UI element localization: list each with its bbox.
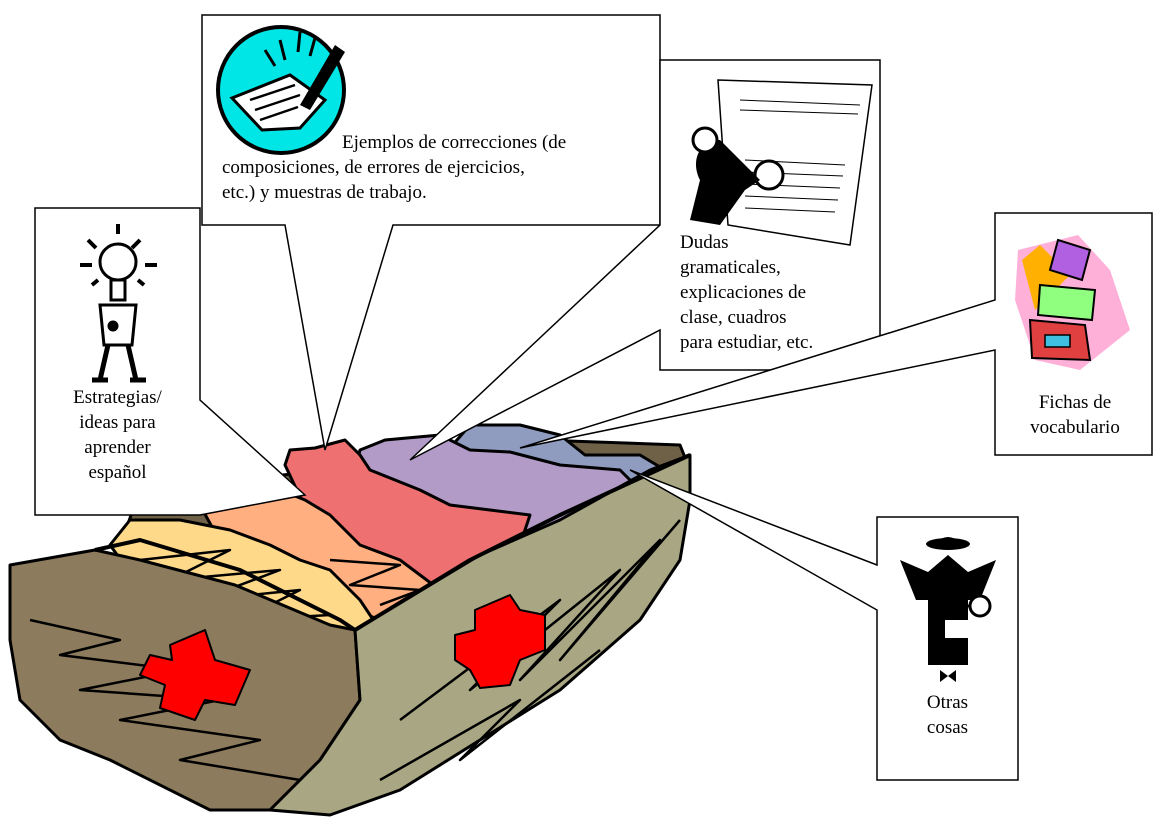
callout-strategies-text: Estrategias/ ideas para aprender español [73,387,162,483]
callout-corrections-text: Ejemplos de correcciones (de composicion… [222,132,567,203]
callout-other-box [629,469,1019,781]
callout-other-text: Otras cosas [926,692,969,738]
callout-vocabulary-text: Fichas de vocabulario [1030,392,1120,438]
callout-vocabulary-box [519,212,1153,456]
callout-grammar-text: Dudas gramaticales, explicaciones de cla… [680,232,814,353]
file-drawer-icon [8,423,692,817]
red-cross-badge-side [454,594,546,689]
lightbulb-character-icon [80,224,157,383]
card-box-icon [1015,235,1130,370]
red-cross-badge-front [139,629,251,721]
writing-hand-icon [216,25,346,155]
spy-character-icon [900,537,996,682]
magnifier-reader-icon [690,79,873,246]
callout-strategies-box [34,207,307,516]
